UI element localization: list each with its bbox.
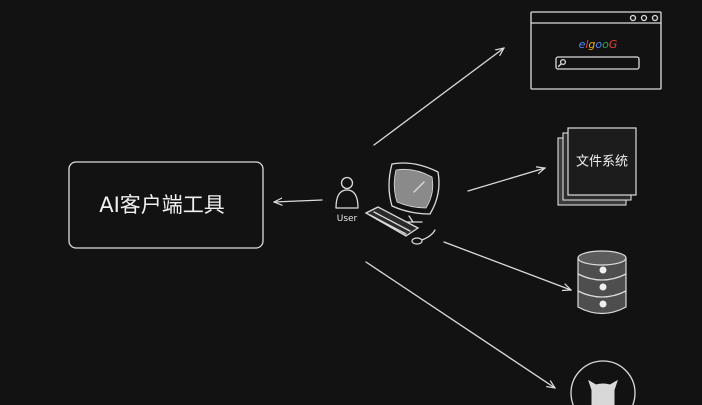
logo-letter: G bbox=[609, 38, 618, 51]
filesystem-icon: 文件系统 bbox=[558, 128, 636, 205]
window-control-icon bbox=[642, 16, 647, 21]
arrow-to-client bbox=[274, 200, 322, 202]
browser-window: elgooG bbox=[531, 12, 661, 89]
window-control-icon bbox=[653, 16, 658, 21]
arrow-to-database bbox=[444, 242, 571, 290]
search-bar bbox=[556, 57, 639, 69]
search-engine-logo: elgooG bbox=[579, 38, 618, 51]
user-icon: User bbox=[336, 178, 358, 225]
monitor-screen bbox=[394, 169, 433, 208]
arrow-to-github bbox=[366, 262, 555, 388]
db-indicator bbox=[600, 267, 607, 274]
ai-client-label: AI客户端工具 bbox=[99, 193, 225, 217]
logo-letter: g bbox=[588, 38, 595, 51]
db-indicator bbox=[600, 301, 607, 308]
magnifier-icon bbox=[559, 60, 566, 67]
arrow-to-browser bbox=[374, 48, 504, 145]
arrow-to-filesystem bbox=[468, 168, 545, 191]
user-label: User bbox=[337, 214, 358, 224]
ai-client-box: AI客户端工具 bbox=[69, 162, 263, 248]
computer-icon bbox=[366, 163, 439, 244]
db-indicator bbox=[600, 284, 607, 291]
database-icon bbox=[578, 251, 626, 314]
window-control-icon bbox=[631, 16, 636, 21]
github-cat-icon bbox=[571, 361, 635, 405]
connection-arrows bbox=[274, 48, 571, 388]
filesystem-label: 文件系统 bbox=[576, 155, 628, 170]
